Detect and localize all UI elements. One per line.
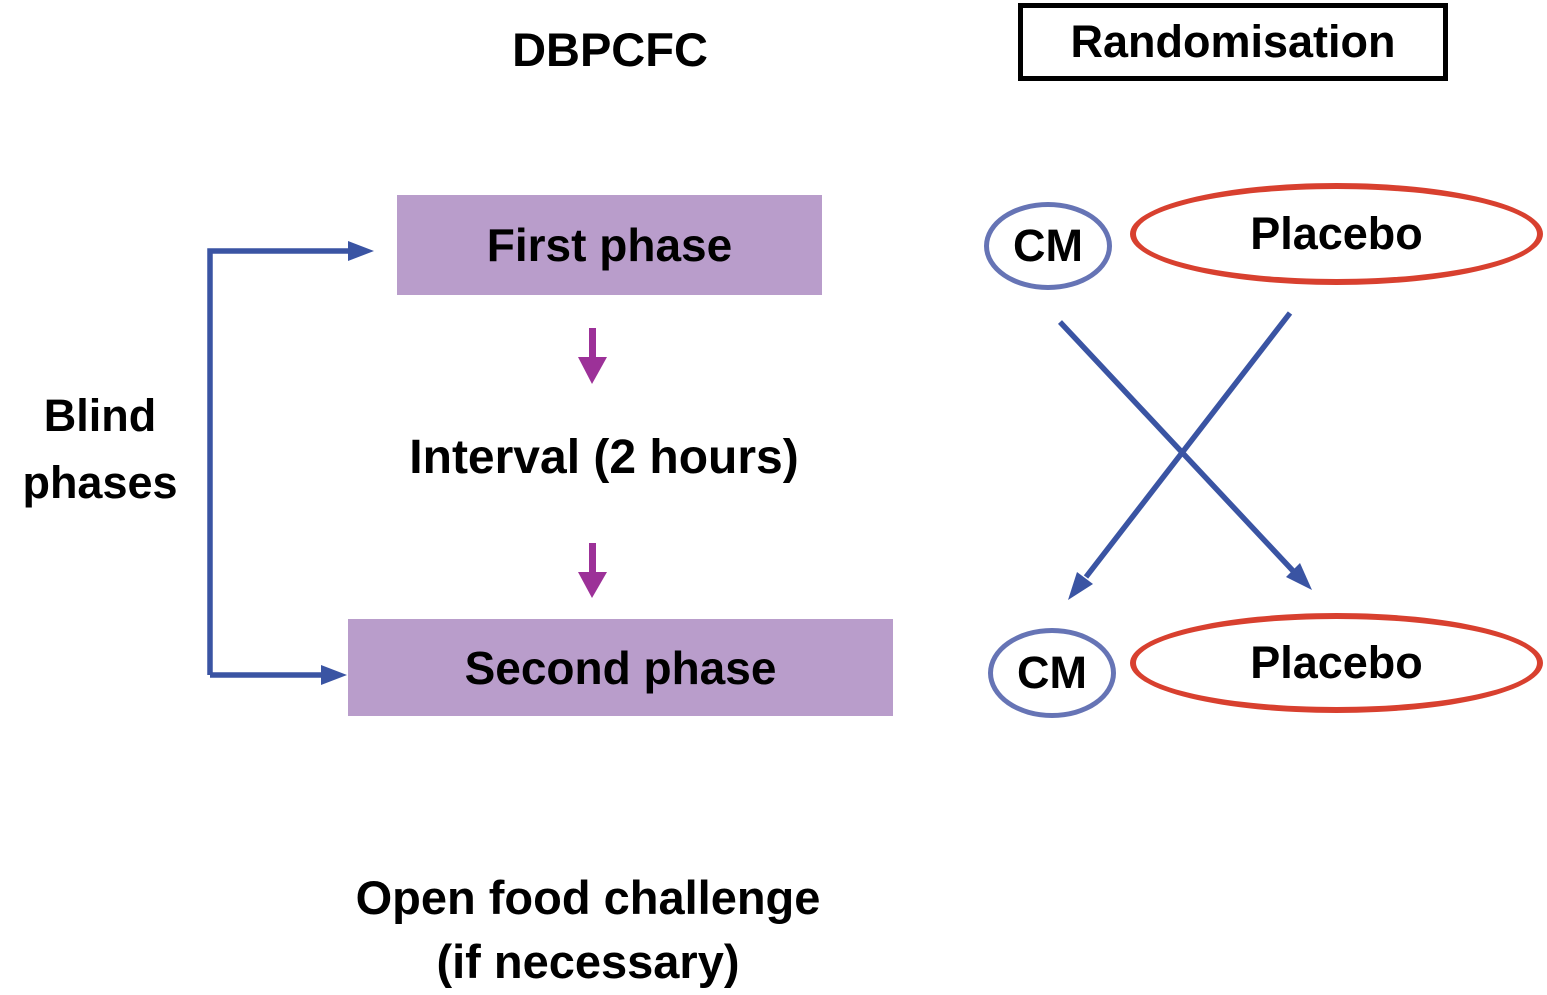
second-phase-box: Second phase [348, 619, 893, 716]
open-food-challenge-label: Open food challenge (if necessary) [355, 871, 821, 988]
first-phase-box: First phase [397, 195, 822, 295]
randomisation-header-box: Randomisation [1018, 3, 1448, 81]
cm-ellipse-top: CM [984, 202, 1112, 290]
randomisation-header-label: Randomisation [1070, 16, 1396, 67]
first-phase-label: First phase [486, 219, 733, 271]
interval-label: Interval (2 hours) [409, 431, 799, 484]
cm-top-label: CM [1013, 220, 1083, 271]
blind-phases-label: Blind phases [22, 390, 178, 508]
placebo-ellipse-top: Placebo [1130, 183, 1543, 285]
crossover-arrow-placebo-to-cm [1068, 311, 1293, 600]
second-phase-label: Second phase [464, 641, 777, 694]
placebo-ellipse-bottom: Placebo [1130, 613, 1543, 713]
crossover-arrow-cm-to-placebo [1057, 320, 1312, 590]
cm-bottom-label: CM [1017, 647, 1087, 698]
placebo-bottom-label: Placebo [1250, 637, 1423, 688]
down-arrow-first-to-interval-icon [578, 328, 607, 384]
placebo-top-label: Placebo [1250, 208, 1423, 259]
page-title: DBPCFC [512, 23, 708, 76]
cm-ellipse-bottom: CM [988, 628, 1116, 718]
down-arrow-interval-to-second-icon [578, 543, 607, 598]
